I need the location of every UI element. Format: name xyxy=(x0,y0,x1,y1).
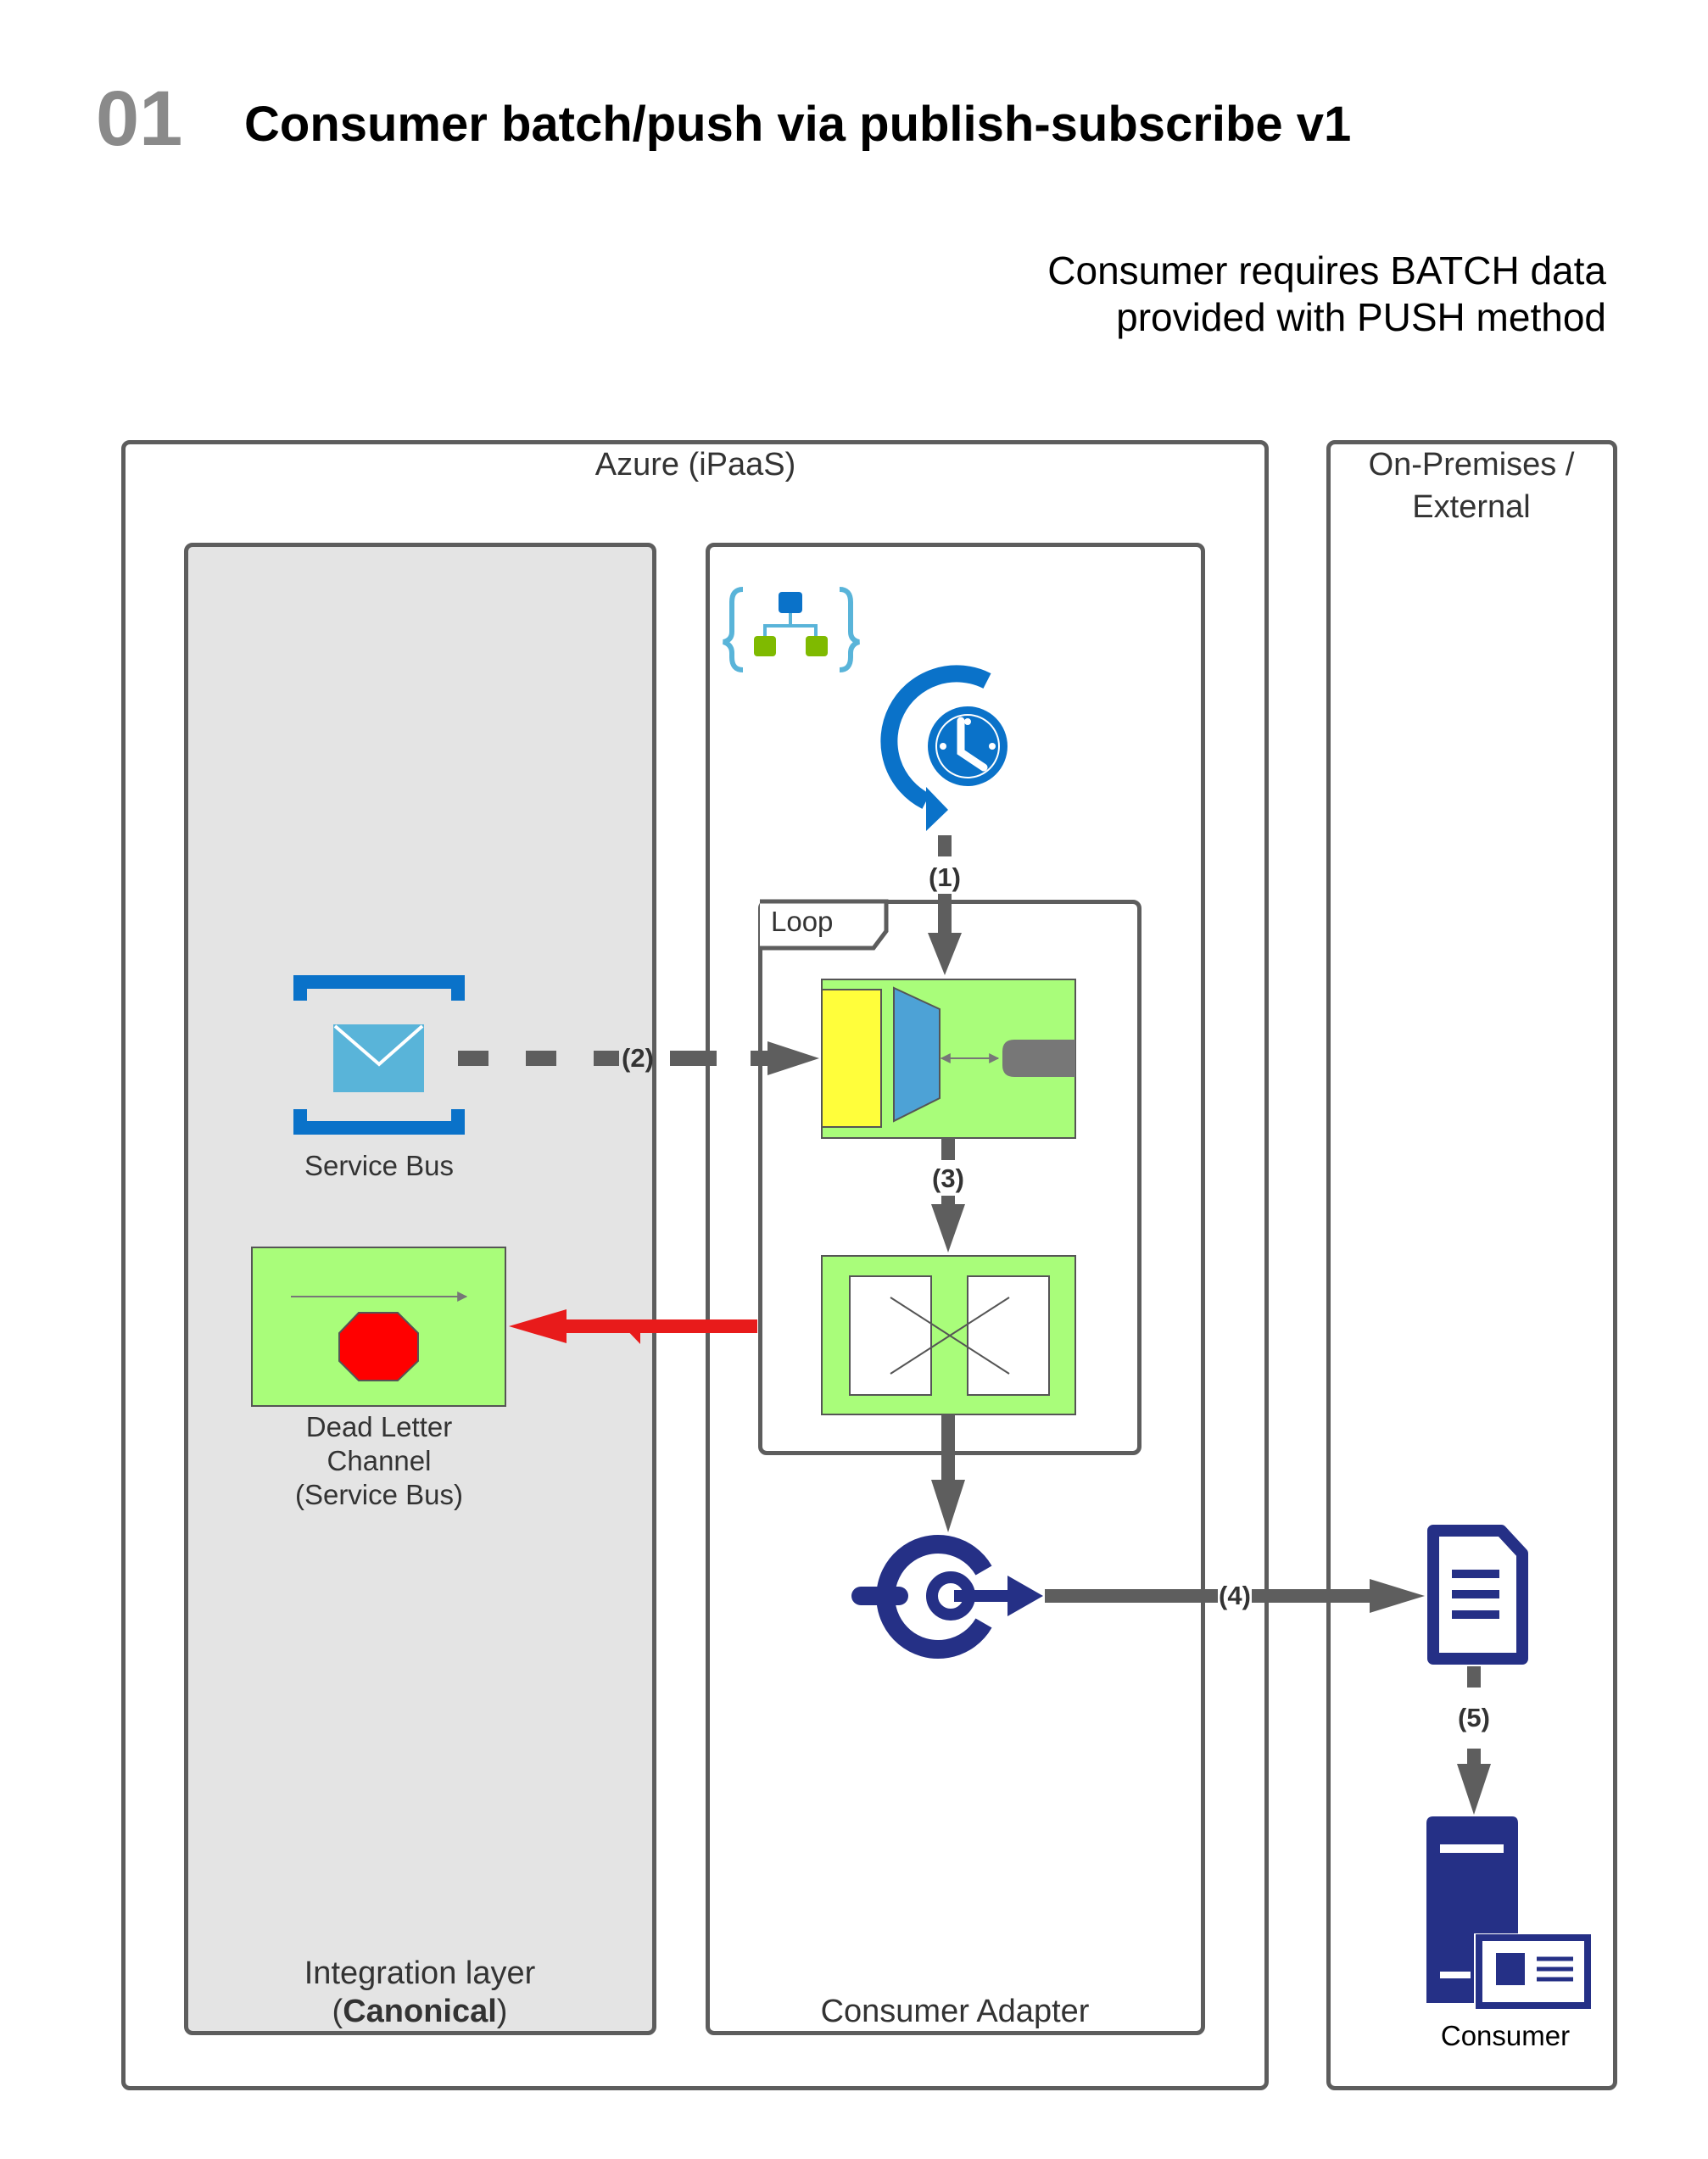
azure-zone xyxy=(121,440,1269,2090)
clock-recurrence-icon xyxy=(880,665,1007,831)
arrow-step-1 xyxy=(928,835,962,975)
service-bus-envelope-icon xyxy=(293,975,465,1135)
message-translator-icon xyxy=(821,1255,1076,1415)
server-icon xyxy=(1426,1816,1591,2009)
arrow-step-3 xyxy=(931,1138,965,1252)
step-4-label: (4) xyxy=(1219,1581,1251,1610)
dead-letter-label-3: (Service Bus) xyxy=(294,1479,464,1510)
diagram-number: 01 xyxy=(96,75,183,162)
step-3-label: (3) xyxy=(932,1163,964,1193)
integration-layer-label: Integration layer xyxy=(304,1955,536,1991)
canonical-label: Canonical xyxy=(343,1994,497,2029)
step-2-label: (2) xyxy=(622,1043,654,1073)
onprem-zone-label-1: On-Premises / xyxy=(1368,447,1575,483)
step-5-label: (5) xyxy=(1458,1703,1490,1732)
service-bus-label: Service Bus xyxy=(304,1150,455,1181)
arrow-step-4 xyxy=(1045,1579,1425,1613)
azure-zone-label: Azure (iPaaS) xyxy=(594,447,796,483)
diagram-title: Consumer batch/push via publish-subscrib… xyxy=(244,97,1352,152)
onprem-zone-label-2: External xyxy=(1412,489,1531,525)
arrow-step-2 xyxy=(458,1041,819,1075)
arrow-dead-letter xyxy=(509,1309,757,1344)
stop-sign-icon xyxy=(251,1247,506,1407)
document-icon xyxy=(1427,1525,1528,1665)
loop-label: Loop xyxy=(771,906,833,937)
integration-layer-sublabel: (Canonical) xyxy=(332,1994,508,2029)
onprem-zone xyxy=(1326,440,1617,2090)
dead-letter-label-2: Channel xyxy=(327,1445,432,1476)
loop-tab: Loop xyxy=(760,899,889,951)
consumer-adapter-label: Consumer Adapter xyxy=(820,1994,1090,2029)
consumer-label: Consumer xyxy=(1440,2020,1571,2051)
arrow-step-5 xyxy=(1457,1666,1491,1815)
step-1-label: (1) xyxy=(929,862,961,892)
logic-app-icon xyxy=(722,587,861,672)
consumer-adapter-zone xyxy=(706,543,1205,2035)
arrow-to-connector xyxy=(931,1414,965,1532)
requirement-line-2: provided with PUSH method xyxy=(1116,295,1606,339)
dead-letter-label-1: Dead Letter xyxy=(305,1411,453,1442)
requirement-line-1: Consumer requires BATCH data xyxy=(1047,248,1606,293)
message-receiver-icon xyxy=(821,979,1076,1139)
api-connector-icon xyxy=(851,1535,1043,1659)
